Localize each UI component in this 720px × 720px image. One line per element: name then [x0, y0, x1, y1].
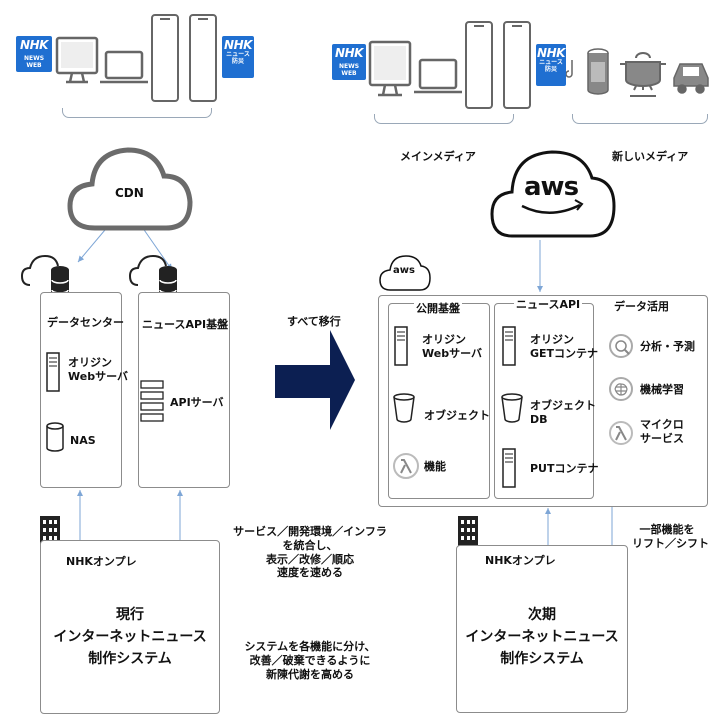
pp-object-label: オブジェクト [424, 409, 490, 422]
data-usage-title: データ活用 [614, 300, 669, 313]
current-system-name: 現行インターネットニュース制作システム [53, 607, 207, 667]
analytics-icon [609, 334, 633, 358]
right-news-api-title: ニュースAPI [514, 298, 583, 312]
lambda-icon [393, 453, 419, 479]
monitor-icon [368, 40, 412, 97]
server-icon [502, 448, 516, 488]
onprem-label: NHKオンプレ [485, 554, 556, 567]
cdn-to-api-line [139, 223, 173, 271]
migrate-all-label: すべて移行 [287, 315, 341, 328]
decompose-text: システムを各機能に分け、改善／破棄できるように新陳代謝を高める [244, 640, 376, 681]
laptop-icon [100, 50, 148, 84]
server-icon [46, 352, 60, 392]
aws-logo-text: aws [524, 172, 579, 202]
main-media-bracket [374, 114, 514, 124]
next-onprem-box [456, 545, 628, 713]
pp-function-label: 機能 [424, 460, 446, 473]
bucket-icon [393, 393, 415, 423]
microservice-label: マイクロサービス [640, 418, 684, 445]
news-api-title: ニュースAPI基盤 [142, 318, 229, 331]
tablet-icon [189, 14, 217, 102]
device-bracket [62, 108, 212, 118]
api-server-rack-icon [140, 380, 164, 422]
server-icon [394, 326, 408, 366]
car-icon [673, 63, 709, 94]
analysis-label: 分析・予測 [640, 340, 695, 353]
api-server-label: APIサーバ [170, 396, 224, 409]
cloud-icon [67, 147, 193, 231]
smart-speaker-icon [565, 48, 609, 95]
put-container-label: PUTコンテナ [530, 462, 599, 475]
tablet-icon [503, 21, 531, 109]
new-media-label: 新しいメディア [612, 150, 689, 163]
ml-label: 機械学習 [640, 383, 684, 396]
current-onprem-box [40, 540, 220, 714]
cooking-pot-icon [620, 52, 666, 97]
aws-cloud-icon [490, 150, 616, 238]
lambda-icon [609, 421, 633, 445]
nas-icon [46, 422, 64, 452]
smartphone-icon [151, 14, 179, 102]
public-platform-title: 公開基盤 [414, 302, 462, 316]
integration-text: サービス／開発環境／インフラを統合し、表示／改修／順応速度を速める [233, 525, 387, 580]
next-system-name: 次期インターネットニュース制作システム [465, 607, 619, 667]
smartphone-icon [465, 21, 493, 109]
news-api-box [138, 292, 230, 488]
aws-small-logo-text: aws [393, 265, 415, 276]
aws-small-cloud-icon [379, 255, 431, 291]
machine-learning-icon [609, 377, 633, 401]
datacenter-title: データセンター [47, 316, 124, 329]
monitor-icon [55, 36, 99, 84]
laptop-icon [414, 58, 462, 94]
server-icon [502, 326, 516, 366]
lift-shift-label: 一部機能をリフト／シフト [632, 523, 709, 550]
migration-arrow-icon [275, 330, 355, 430]
onprem-label: NHKオンプレ [66, 555, 137, 568]
cdn-label: CDN [115, 186, 144, 200]
nas-label: NAS [70, 434, 96, 447]
new-media-bracket [572, 114, 708, 124]
bucket-icon [501, 393, 523, 423]
main-media-label: メインメディア [400, 150, 476, 163]
